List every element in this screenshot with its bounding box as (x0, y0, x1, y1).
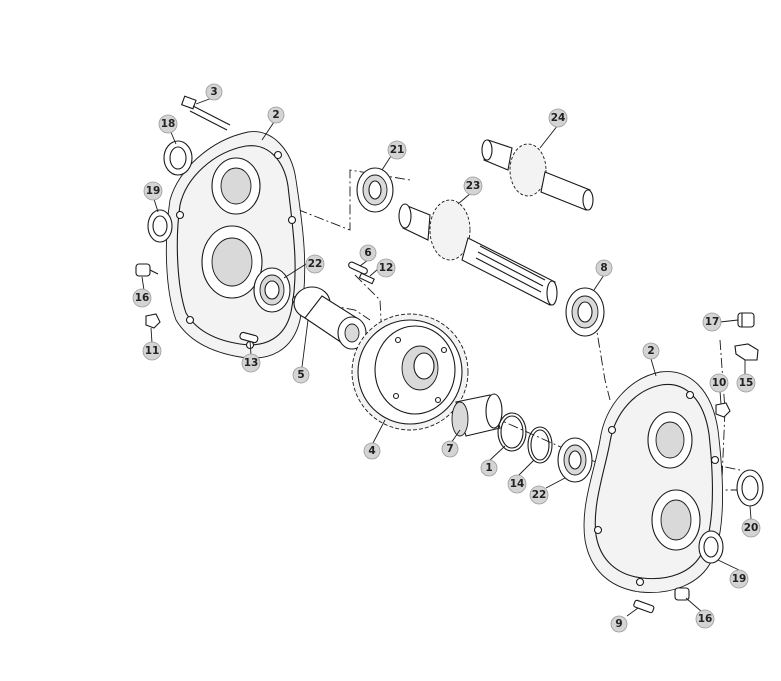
callout-23: 23 (463, 176, 483, 196)
callout-2-right: 2 (642, 342, 660, 360)
callout-15: 15 (736, 373, 756, 393)
shaft-24 (481, 139, 594, 211)
nut-11 (145, 313, 161, 329)
seal-19-right (698, 530, 724, 564)
snap-ring-14 (527, 426, 553, 464)
callout-14: 14 (507, 474, 527, 494)
svg-text:22: 22 (308, 258, 323, 270)
callout-22-right: 22 (529, 485, 549, 505)
callout-7: 7 (441, 440, 459, 458)
svg-text:3: 3 (210, 86, 217, 98)
key-12 (358, 272, 375, 285)
seal-20 (736, 469, 764, 507)
callout-9: 9 (610, 615, 628, 633)
svg-text:16: 16 (698, 613, 713, 625)
leader-lines (141, 97, 752, 617)
right-housing-cover (583, 371, 723, 593)
callout-16-left: 16 (132, 288, 152, 308)
fitting-17 (737, 312, 755, 328)
bolt-9 (633, 599, 655, 614)
bushing-7 (451, 393, 503, 437)
svg-text:16: 16 (135, 292, 150, 304)
svg-text:11: 11 (145, 345, 160, 357)
callout-19-left: 19 (143, 181, 163, 201)
svg-text:1: 1 (485, 462, 492, 474)
pin-13 (239, 331, 259, 344)
svg-text:8: 8 (600, 262, 607, 274)
svg-text:20: 20 (744, 522, 759, 534)
callout-17: 17 (702, 312, 722, 332)
seal-18 (163, 140, 193, 176)
nut-10 (715, 402, 731, 418)
callout-13: 13 (241, 353, 261, 373)
plug-16-right (674, 587, 690, 601)
callout-24: 24 (548, 108, 568, 128)
svg-text:5: 5 (297, 369, 304, 381)
callout-10: 10 (709, 373, 729, 393)
callout-11: 11 (142, 341, 162, 361)
callout-3: 3 (205, 83, 223, 101)
svg-text:14: 14 (510, 478, 525, 490)
svg-text:6: 6 (364, 247, 371, 259)
svg-text:18: 18 (161, 118, 176, 130)
large-gear-4 (351, 313, 469, 431)
seal-19-left (147, 209, 173, 243)
bearing-21 (356, 167, 394, 213)
bearing-22-left (253, 267, 291, 313)
callout-22-left: 22 (305, 254, 325, 274)
callout-18: 18 (158, 114, 178, 134)
shaft-23 (398, 199, 558, 306)
svg-text:19: 19 (146, 185, 161, 197)
callout-1: 1 (480, 459, 498, 477)
plug-16-left (135, 263, 159, 277)
ring-1 (497, 412, 527, 452)
svg-text:23: 23 (466, 180, 481, 192)
svg-text:12: 12 (379, 262, 394, 274)
svg-text:15: 15 (739, 377, 754, 389)
bearing-22-right (557, 437, 593, 483)
svg-text:2: 2 (272, 109, 279, 121)
svg-text:2: 2 (647, 345, 654, 357)
svg-text:4: 4 (368, 445, 375, 457)
svg-text:13: 13 (244, 357, 259, 369)
callout-21: 21 (387, 140, 407, 160)
svg-text:22: 22 (532, 489, 547, 501)
callout-16-right: 16 (695, 609, 715, 629)
elbow-15 (734, 343, 759, 361)
shaft-5 (293, 286, 367, 350)
callout-4: 4 (363, 442, 381, 460)
svg-text:9: 9 (615, 618, 622, 630)
svg-text:17: 17 (705, 316, 720, 328)
callout-19-right: 19 (729, 569, 749, 589)
svg-text:24: 24 (551, 112, 566, 124)
callout-2-left: 2 (267, 106, 285, 124)
callout-5: 5 (292, 366, 310, 384)
svg-text:7: 7 (446, 443, 453, 455)
pin-6 (348, 261, 368, 275)
bearing-8 (565, 287, 605, 337)
svg-text:10: 10 (712, 377, 727, 389)
callout-12: 12 (376, 258, 396, 278)
callout-8: 8 (595, 259, 613, 277)
callout-20: 20 (741, 518, 761, 538)
svg-text:21: 21 (390, 144, 405, 156)
callout-6: 6 (359, 244, 377, 262)
svg-text:19: 19 (732, 573, 747, 585)
bolt-3 (180, 95, 231, 131)
